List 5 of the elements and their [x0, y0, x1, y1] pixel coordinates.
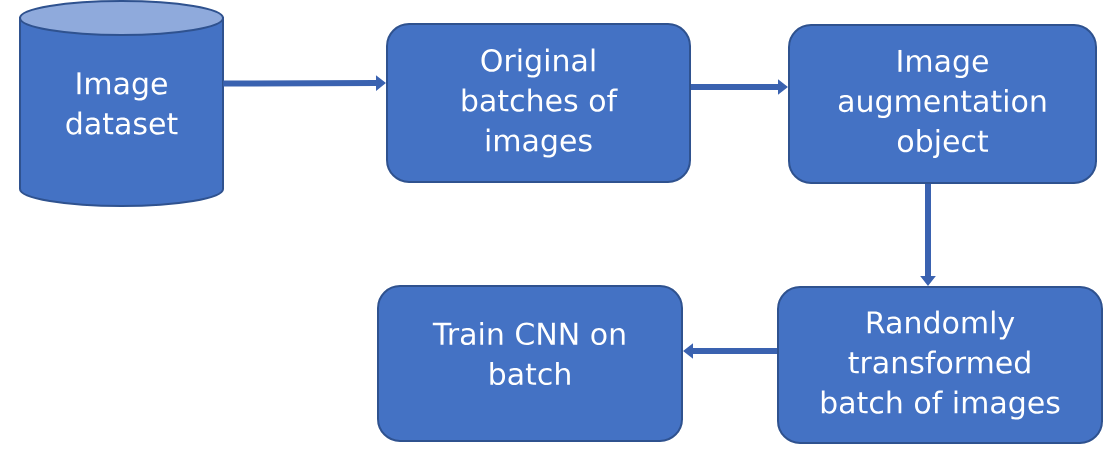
- process-box: Image augmentation object: [788, 24, 1097, 184]
- database-cylinder: Image dataset: [19, 0, 224, 207]
- process-box: Original batches of images: [386, 23, 691, 183]
- process-box: Randomly transformed batch of images: [777, 286, 1103, 444]
- process-box: Train CNN on batch: [377, 285, 683, 442]
